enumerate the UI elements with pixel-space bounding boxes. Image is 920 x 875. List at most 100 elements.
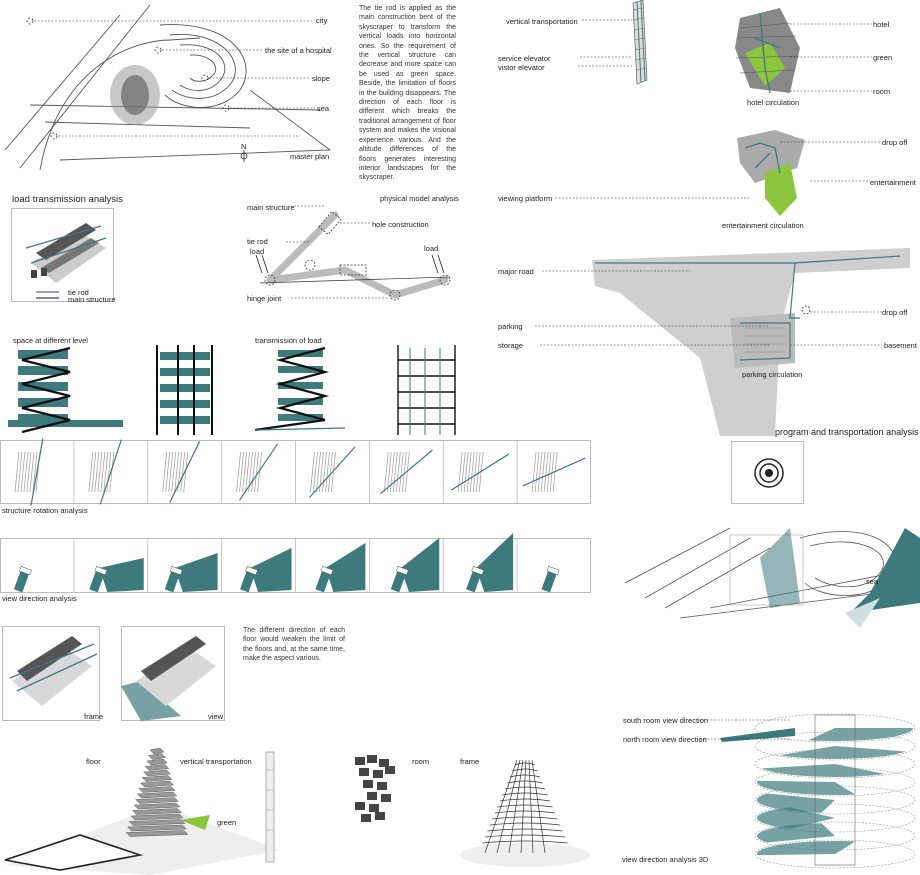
park-basement: basement <box>884 341 917 350</box>
v3d-north-label: north room view direction <box>623 735 707 744</box>
view-frame <box>466 533 514 593</box>
tower-floor-slab <box>125 830 189 837</box>
tower-floor-slab <box>127 824 187 832</box>
frame-member <box>504 786 546 790</box>
elevator-tower <box>632 0 648 85</box>
tower-floor-slab <box>139 780 175 788</box>
legend-main-structure: main structure <box>68 295 116 304</box>
room-block <box>377 782 387 790</box>
room-block <box>355 802 365 810</box>
view-wedge <box>779 746 906 759</box>
pm-tie-rod: tie rod <box>247 237 268 246</box>
view-frame <box>541 566 560 593</box>
entertainment-caption: entertainment circulation <box>722 221 804 230</box>
tower-floor-slab <box>136 791 178 799</box>
tower-floor-slab <box>138 786 176 793</box>
load-transmission-title: load transmission analysis <box>12 194 123 205</box>
frame-member <box>492 816 558 820</box>
rotation-frame <box>309 446 356 498</box>
park-storage: storage <box>498 341 524 350</box>
tower-floor-slab <box>130 813 184 821</box>
master-plan-title: master plan <box>290 152 330 161</box>
view-3d-caption: view direction analysis 3D <box>622 855 709 864</box>
frame-column <box>508 759 524 854</box>
label-slope: slope <box>312 74 330 83</box>
frame-drawing <box>9 636 98 706</box>
view-wedge <box>757 841 856 856</box>
tower-floor-slab <box>128 819 186 826</box>
legend-tie-rod: tie rod <box>68 288 89 297</box>
view-wedge <box>757 793 835 813</box>
label-sea: sea <box>317 104 330 113</box>
tower-floor-slab <box>144 764 170 771</box>
frame-model-drawing <box>460 759 590 867</box>
vt-vistor-elevator: vistor elevator <box>498 63 545 72</box>
view-level-ring <box>754 821 916 851</box>
park-drop-off: drop off <box>882 308 908 317</box>
park-major-road: major road <box>498 267 534 276</box>
master-plan-drawing <box>4 4 332 171</box>
pm-load-right: load <box>424 244 439 253</box>
south-view-pointer <box>720 728 795 742</box>
frame-member <box>497 804 553 808</box>
view-frame <box>89 558 144 593</box>
frame-column <box>531 759 546 854</box>
room-block <box>355 757 365 765</box>
frame-column <box>520 759 527 854</box>
frame-caption: frame <box>84 712 104 721</box>
view-level-ring <box>754 767 916 797</box>
view-level-ring <box>754 839 916 869</box>
frame-member <box>489 822 561 826</box>
room-block <box>375 812 385 820</box>
view-level-ring <box>754 713 916 743</box>
parking-drawing <box>592 248 910 436</box>
space-levels-title: space at different level <box>13 336 88 345</box>
view-drawing <box>121 636 216 721</box>
physical-model-drawing <box>255 205 451 301</box>
vt-service-elevator: service elevator <box>498 54 551 63</box>
physical-model-title: physical model analysis <box>380 194 459 203</box>
view-level-ring <box>754 731 916 761</box>
load-transmission-drawing <box>25 223 107 299</box>
view-level-ring <box>754 785 916 815</box>
room-block <box>367 755 377 763</box>
room-block <box>359 768 369 776</box>
room-block <box>361 814 371 822</box>
bottom-room-label: room <box>412 757 430 766</box>
parking-caption: parking circulation <box>742 370 803 379</box>
label-hospital-site: the site of a hospital <box>265 46 332 55</box>
site-view-drawing <box>624 527 920 628</box>
hotel-label: hotel <box>873 20 890 29</box>
view-wedge <box>756 807 835 829</box>
frame-member <box>494 810 556 814</box>
rotation-frame <box>379 449 433 495</box>
rotation-frame <box>451 451 510 493</box>
tower-floor-slab <box>133 802 181 810</box>
rotation-frames <box>14 438 586 506</box>
room-block <box>385 766 395 774</box>
view-level-ring <box>754 749 916 779</box>
frame-member <box>484 834 566 838</box>
tower-floor-slab <box>147 753 167 760</box>
frame-view-text: The different direction of each floor wo… <box>243 627 345 663</box>
ent-drop-off: drop off <box>882 138 908 147</box>
frame-member <box>502 792 548 796</box>
tower-floor-slab <box>135 797 179 804</box>
bottom-vt-label: vertical transportation <box>180 757 252 766</box>
room-block <box>373 770 383 778</box>
room-block <box>381 794 391 802</box>
vt-leader-lines <box>578 19 632 67</box>
hotel-leaders <box>790 23 872 92</box>
program-transportation-title: program and transportation analysis <box>775 427 919 437</box>
park-leaders <box>535 270 882 346</box>
pm-hinge-joint: hinge joint <box>247 294 282 303</box>
rotation-frame <box>14 438 44 506</box>
frame-column <box>496 759 521 854</box>
structure-rotation-title: structure rotation analysis <box>2 506 88 515</box>
room-block <box>367 792 377 800</box>
sea-label-site: sea <box>866 577 879 586</box>
transmission-load-title: transmission of load <box>255 336 322 345</box>
entertainment-drawing <box>737 130 805 216</box>
view-level-ring <box>754 803 916 833</box>
room-drawing <box>355 755 395 822</box>
